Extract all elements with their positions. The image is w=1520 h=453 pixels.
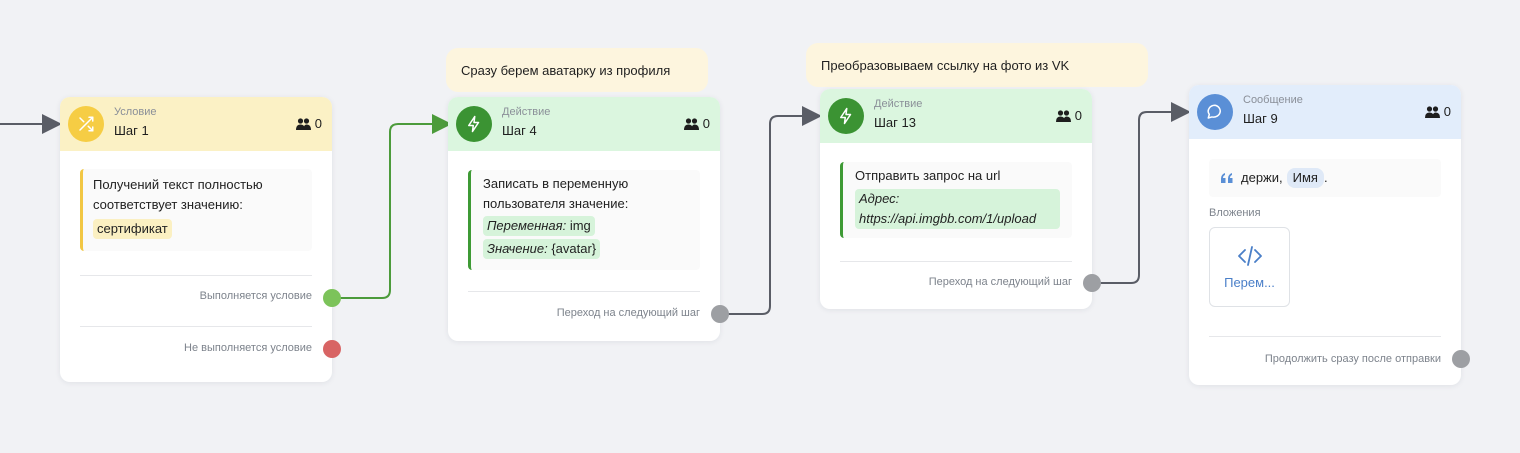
users-counter: 0 [1055, 108, 1082, 123]
url-value: https://api.imgbb.com/1/upload [859, 211, 1037, 226]
output-port-false[interactable] [323, 340, 341, 358]
output-label-condition-false: Не выполняется условие [184, 342, 312, 354]
note-text: Преобразовываем ссылку на фото из VK [821, 57, 1070, 73]
divider [80, 326, 312, 327]
users-counter: 0 [1424, 104, 1451, 119]
card-header[interactable]: Условие Шаг 1 0 [60, 97, 332, 151]
request-block[interactable]: Отправить запрос на url Адрес: https://a… [840, 162, 1072, 238]
divider [1209, 336, 1441, 337]
action-text: Записать в переменную пользователя значе… [483, 176, 629, 211]
users-count: 0 [314, 116, 322, 131]
message-text: держи, [1241, 170, 1283, 185]
message-suffix: . [1323, 170, 1328, 185]
value-value: {avatar} [551, 241, 597, 256]
chat-bubble-icon [1197, 94, 1233, 130]
step-title: Шаг 4 [502, 123, 537, 138]
note-text: Сразу берем аватарку из профиля [461, 62, 671, 78]
users-icon [295, 117, 311, 130]
condition-block[interactable]: Получений текст полностью соответствует … [80, 169, 312, 251]
url-label: Адрес: [859, 191, 900, 206]
output-port-true[interactable] [323, 289, 341, 307]
action-block[interactable]: Записать в переменную пользователя значе… [468, 170, 700, 270]
value-label: Значение: [487, 241, 548, 256]
condition-value-chip: сертификат [93, 219, 172, 239]
output-label-condition-true: Выполняется условие [199, 290, 312, 302]
step-title: Шаг 13 [874, 115, 916, 130]
connector-condition-to-step4 [332, 114, 452, 299]
step-title: Шаг 9 [1243, 111, 1278, 126]
attachment-tile[interactable]: Перем... [1209, 227, 1290, 307]
variable-label: Переменная: [487, 218, 567, 233]
step-type-label: Условие [114, 106, 157, 118]
variable-chip: Переменная: img [483, 216, 595, 236]
users-icon [1424, 105, 1440, 118]
step-title: Шаг 1 [114, 123, 149, 138]
card-header[interactable]: Действие Шаг 13 0 [820, 89, 1092, 143]
users-count: 0 [1074, 108, 1082, 123]
output-label-continue: Продолжить сразу после отправки [1264, 353, 1441, 365]
step-type-label: Сообщение [1243, 94, 1303, 106]
sticky-note[interactable]: Преобразовываем ссылку на фото из VK [806, 43, 1148, 87]
lightning-icon [456, 106, 492, 142]
step-card-action[interactable]: Действие Шаг 4 0 Записать в переменную п… [448, 97, 729, 341]
users-icon [1055, 109, 1071, 122]
users-count: 0 [1443, 104, 1451, 119]
divider [840, 261, 1072, 262]
quote-icon [1221, 173, 1233, 183]
connector-step13-to-step9 [1093, 102, 1191, 284]
users-counter: 0 [683, 116, 710, 131]
value-chip: Значение: {avatar} [483, 239, 601, 259]
step-type-label: Действие [874, 98, 923, 110]
output-port-next[interactable] [1452, 350, 1470, 368]
step-card-action[interactable]: Действие Шаг 13 0 Отправить запрос на ur… [820, 89, 1101, 309]
variable-value: img [569, 218, 591, 233]
step-type-label: Действие [502, 106, 551, 118]
code-icon [1237, 245, 1262, 266]
attachments-label: Вложения [1209, 207, 1261, 219]
lightning-icon [828, 98, 864, 134]
sticky-note[interactable]: Сразу берем аватарку из профиля [446, 48, 708, 92]
output-label-next-step: Переход на следующий шаг [928, 276, 1072, 288]
output-port-next[interactable] [1083, 274, 1101, 292]
users-count: 0 [702, 116, 710, 131]
card-header[interactable]: Сообщение Шаг 9 0 [1189, 85, 1461, 139]
connector-step4-to-step13 [722, 106, 822, 315]
variable-chip: Имя [1286, 168, 1324, 188]
message-block[interactable]: держи, Имя . [1209, 159, 1441, 197]
card-header[interactable]: Действие Шаг 4 0 [448, 97, 720, 151]
output-port-next[interactable] [711, 305, 729, 323]
step-card-condition[interactable]: Условие Шаг 1 0 Получений текст полность… [60, 97, 341, 382]
divider [468, 291, 700, 292]
condition-text: Получений текст полностью соответствует … [93, 177, 263, 212]
request-text: Отправить запрос на url [855, 168, 1001, 183]
users-icon [683, 117, 699, 130]
attachment-name: Перем... [1224, 274, 1275, 290]
divider [80, 275, 312, 276]
step-card-message[interactable]: Сообщение Шаг 9 0 держи, Имя . Вложения … [1189, 85, 1470, 385]
output-label-next-step: Переход на следующий шаг [556, 307, 700, 319]
users-counter: 0 [295, 116, 322, 131]
url-chip: Адрес: https://api.imgbb.com/1/upload [855, 189, 1060, 229]
shuffle-icon [68, 106, 104, 142]
